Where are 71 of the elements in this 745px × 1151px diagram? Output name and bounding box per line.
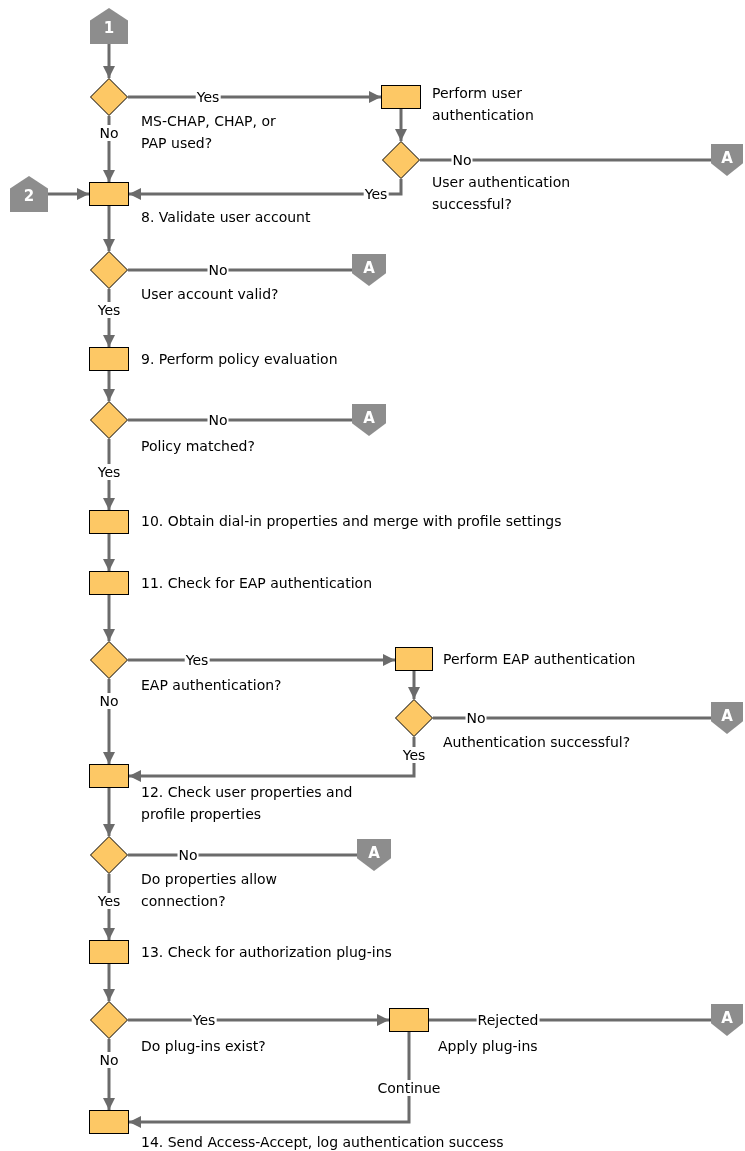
step-text: Perform EAP authentication (443, 650, 636, 669)
arrow (408, 671, 420, 699)
step-text: Do plug-ins exist? (141, 1037, 266, 1056)
step-text: 10. Obtain dial-in properties and merge with profile settings (141, 512, 562, 531)
step-text: Authentication successful? (443, 733, 631, 752)
arrow (103, 206, 115, 251)
arrow (395, 109, 407, 141)
edge-label: Yes (184, 652, 210, 668)
arrow (103, 116, 115, 182)
connector-label: 1 (103, 20, 115, 36)
arrow (48, 188, 89, 200)
connector-label: A (368, 845, 380, 861)
connector-label: A (363, 410, 375, 426)
connector-pentagon (10, 176, 48, 212)
edge-label: Yes (195, 89, 221, 105)
connector-label: A (721, 150, 733, 166)
arrow (128, 1014, 389, 1026)
step-text: 14. Send Access-Accept, log authentication success (141, 1133, 504, 1151)
arrow (103, 964, 115, 1001)
edge-label: No (98, 1052, 120, 1068)
arrow (129, 1032, 411, 1128)
connector-label: 2 (23, 188, 35, 204)
arrow (128, 91, 381, 103)
edge-label: No (98, 125, 120, 141)
edge-label: Yes (363, 186, 389, 202)
step-text: MS-CHAP, CHAP, or PAP used? (141, 112, 277, 153)
connector-label: A (721, 1010, 733, 1026)
connector-pentagon (90, 8, 128, 44)
connector-pentagon (711, 702, 743, 734)
edge-label: No (98, 693, 120, 709)
connector-label: A (721, 708, 733, 724)
step-text: 9. Perform policy evaluation (141, 350, 338, 369)
step-text: User account valid? (141, 285, 279, 304)
edge-label: No (465, 710, 487, 726)
edge-label: Yes (401, 747, 427, 763)
arrow (103, 595, 115, 641)
step-text: Apply plug-ins (438, 1037, 538, 1056)
edge-label: Yes (96, 893, 122, 909)
step-text: Policy matched? (141, 437, 255, 456)
step-text: 11. Check for EAP authentication (141, 574, 373, 593)
connector-pentagon (711, 1004, 743, 1036)
arrow (103, 788, 115, 836)
edge-label: Yes (191, 1012, 217, 1028)
edge-label: No (451, 152, 473, 168)
edge-label: Yes (96, 464, 122, 480)
edge-label: Yes (96, 302, 122, 318)
step-text: 13. Check for authorization plug-ins (141, 943, 392, 962)
connector-pentagon (357, 839, 391, 871)
arrow (103, 1039, 115, 1110)
step-text: Do properties allow connection? (141, 870, 279, 911)
connector-pentagon (711, 144, 743, 176)
edge-label: Continue (376, 1080, 442, 1096)
arrow (128, 654, 395, 666)
step-text: 12. Check user properties and profile properties (141, 783, 354, 824)
step-text: EAP authentication? (141, 676, 282, 695)
arrow (103, 44, 115, 78)
connector-label: A (363, 260, 375, 276)
edge-label: Rejected (476, 1012, 540, 1028)
step-text: User authentication successful? (432, 173, 572, 214)
edge-label: No (177, 847, 199, 863)
arrow (103, 679, 115, 764)
step-text: Perform user authentication (432, 84, 535, 125)
edge-label: No (207, 262, 229, 278)
arrow (129, 737, 416, 782)
connector-pentagon (352, 404, 386, 436)
arrow (103, 371, 115, 401)
step-text: 8. Validate user account (141, 208, 311, 227)
arrow (129, 179, 403, 200)
connector-pentagon (352, 254, 386, 286)
edge-label: No (207, 412, 229, 428)
arrow (103, 534, 115, 571)
